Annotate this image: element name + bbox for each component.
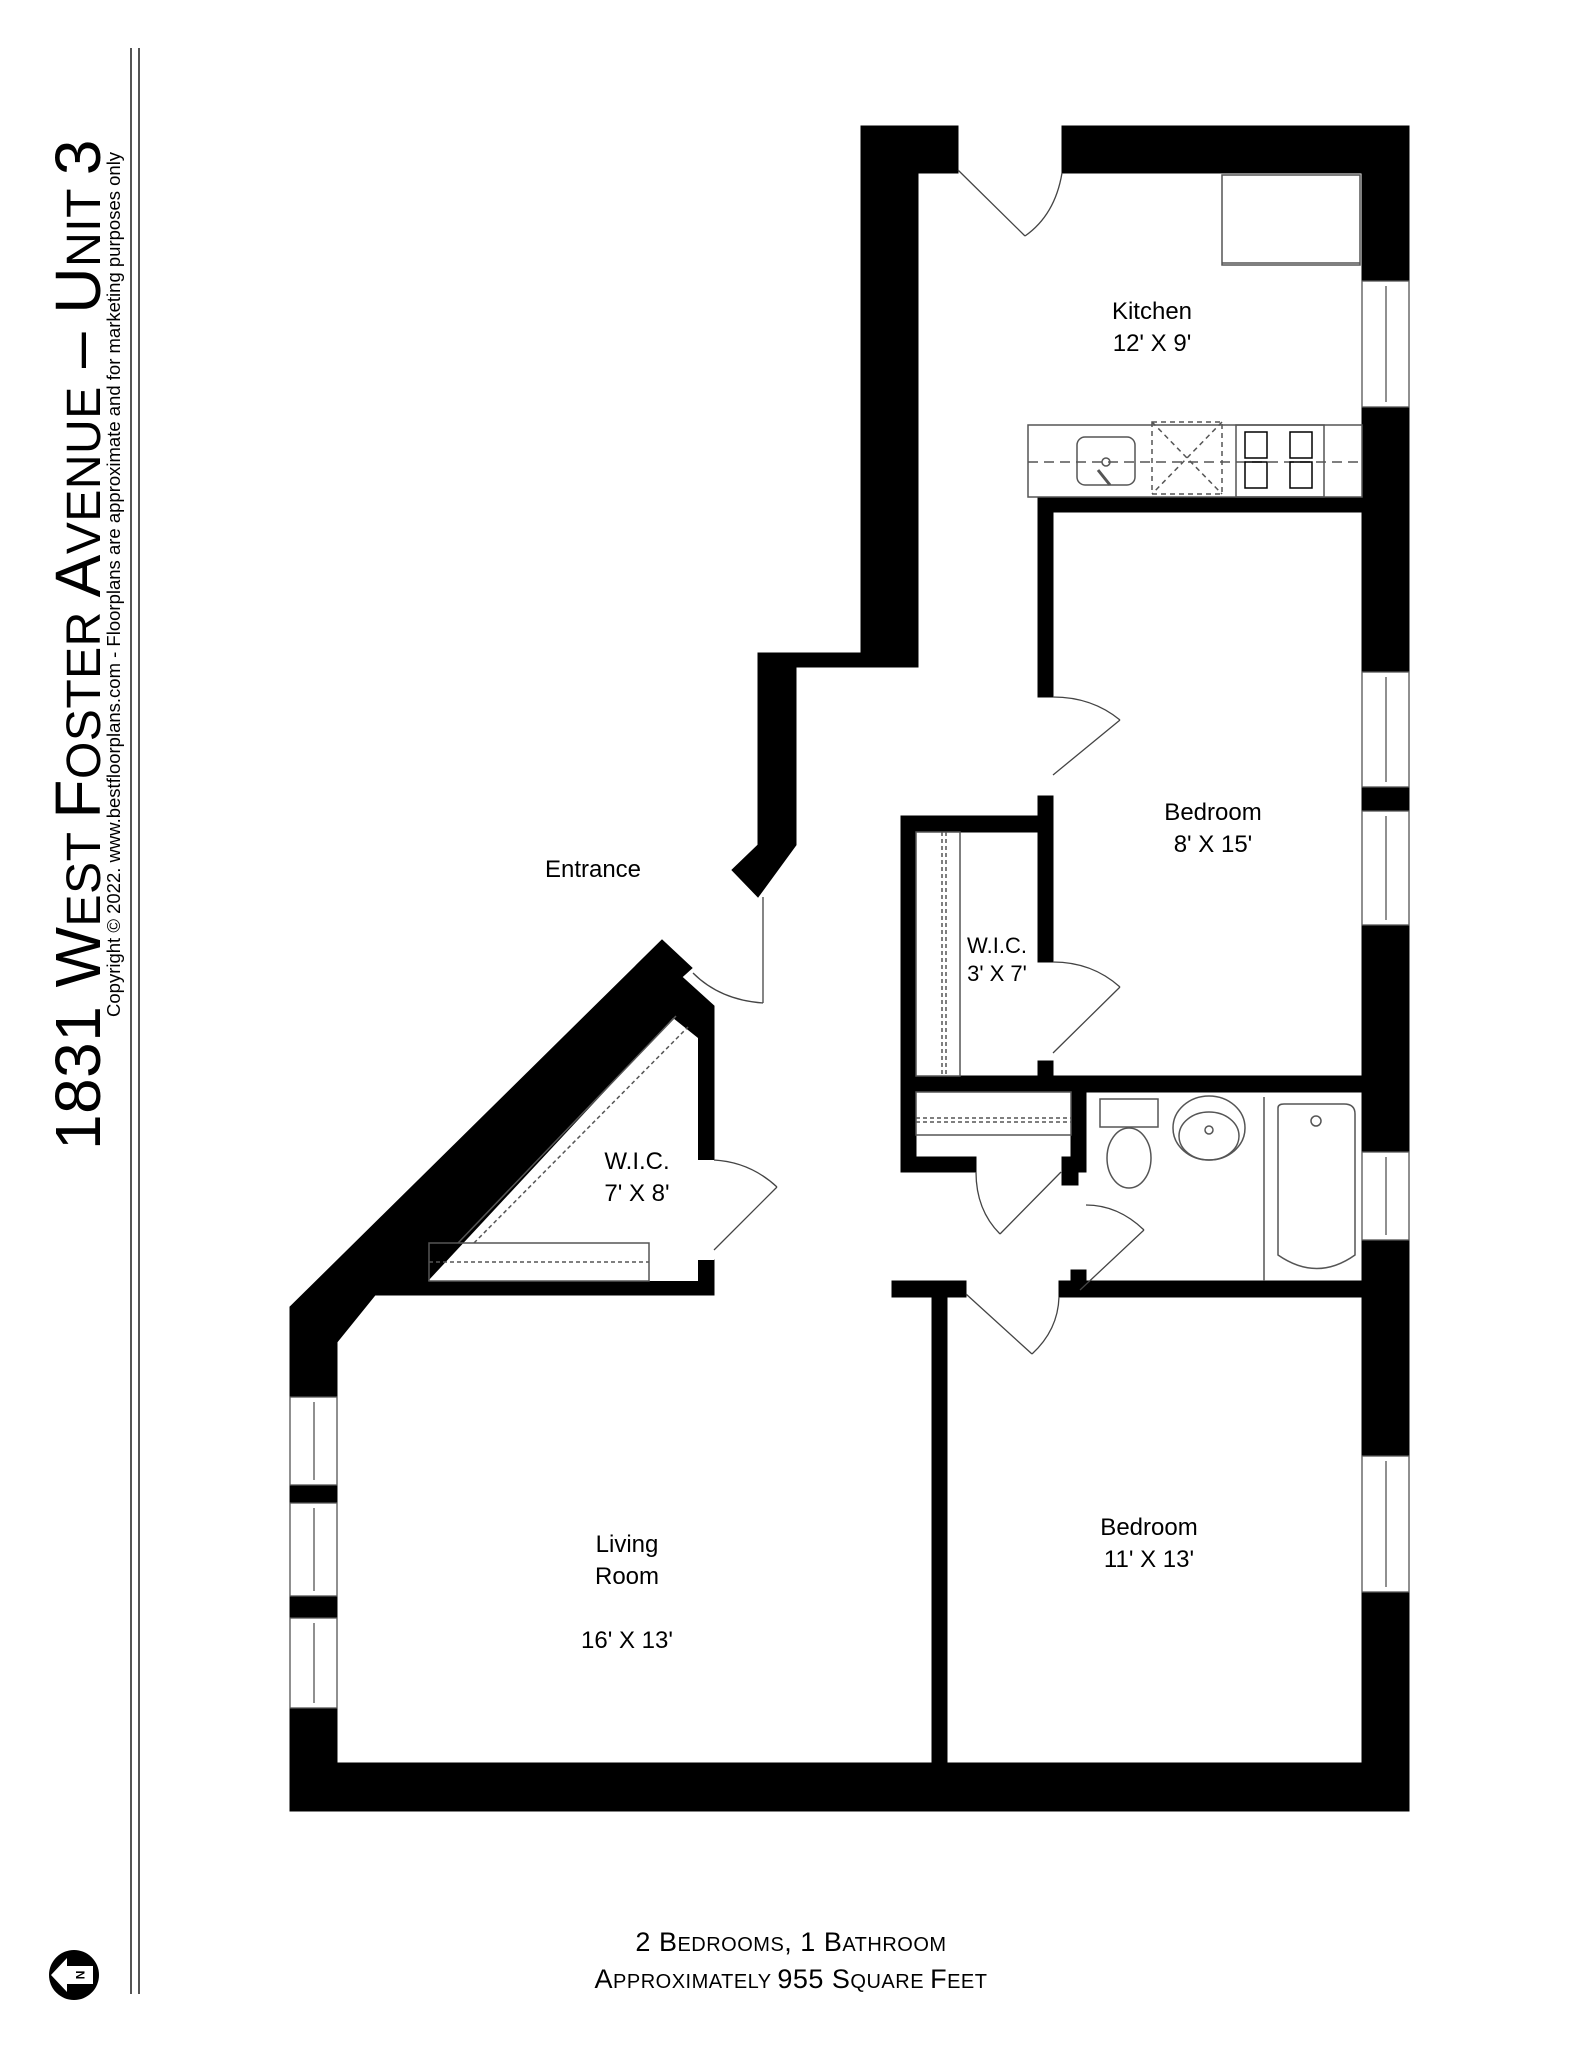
room-dimensions: 12' X 9' — [1112, 330, 1192, 357]
wall-kitchen-top — [1061, 125, 1410, 174]
wall-kitchen-left — [731, 125, 959, 898]
wall-right — [1361, 125, 1410, 282]
wall-left — [289, 1484, 338, 1504]
wall-wic1-left — [900, 815, 917, 1173]
door-bedroom1 — [1052, 696, 1121, 776]
refrigerator — [1221, 174, 1361, 266]
room-label-wic-2: W.I.C. 7' X 8' — [604, 1146, 669, 1210]
divider-rule — [130, 48, 132, 1994]
wall-partition — [931, 1280, 948, 1764]
wall-bath-left — [1070, 1091, 1087, 1173]
walls — [289, 125, 1410, 1812]
fixtures — [428, 174, 1363, 1282]
wall-right — [1361, 406, 1410, 673]
kitchen-sink — [1076, 436, 1136, 486]
door-wic2 — [713, 1159, 778, 1251]
room-name: Bedroom — [1164, 799, 1262, 826]
summary-bed-bath: 2 BEDROOMS, 1 BATHROOM — [635, 1927, 947, 1957]
wall-right — [1361, 1239, 1410, 1457]
stove — [1235, 424, 1325, 498]
room-name: Entrance — [544, 856, 642, 883]
compass-letter: N — [73, 1971, 87, 1980]
wall-bedroom1-top — [1037, 496, 1410, 513]
closet-shelf — [915, 831, 961, 1077]
wall-bedroom2-top — [1058, 1280, 1410, 1298]
wall-wic1-right — [1037, 795, 1054, 963]
closet-shelf — [915, 1091, 1072, 1136]
windows — [289, 280, 1410, 1709]
summary-square-feet: APPROXIMATELY 955 SQUARE FEET — [594, 1964, 988, 1994]
unit-summary: 2 BEDROOMS, 1 BATHROOM APPROXIMATELY 955… — [0, 1925, 1582, 1999]
toilet — [1099, 1098, 1159, 1128]
wall-left — [289, 1707, 338, 1809]
door-bedroom2 — [965, 1293, 1060, 1355]
wall-left — [289, 1595, 338, 1619]
bathtub — [1277, 1103, 1356, 1270]
wall-hall-closet-bottom — [900, 1156, 977, 1173]
wic2-interior — [428, 1018, 714, 1281]
room-name: Living Room — [594, 1531, 660, 1590]
door-bathroom — [1079, 1204, 1145, 1291]
doors — [692, 169, 1145, 1355]
dishwasher — [1151, 421, 1223, 495]
room-label-wic-1: W.I.C. 3' X 7' — [967, 932, 1027, 988]
wall-right — [1361, 924, 1410, 1153]
room-dimensions: 7' X 8' — [604, 1180, 670, 1207]
room-name: W.I.C. — [967, 933, 1027, 958]
wall-wic1-top — [900, 815, 1054, 833]
title-sidebar: 1831 WEST FOSTER AVENUE – UNIT 3 Copyrig… — [0, 0, 150, 2048]
door-wic1 — [1052, 961, 1121, 1054]
bathroom-sink — [1172, 1095, 1246, 1161]
door-entrance — [692, 897, 764, 1004]
room-name: Bedroom — [1100, 1514, 1198, 1541]
room-name: Kitchen — [1111, 298, 1193, 325]
wall-stub — [1070, 1269, 1087, 1286]
room-dimensions: 3' X 7' — [967, 961, 1027, 986]
kitchen-counter — [1027, 424, 1363, 498]
room-label-bedroom-1: Bedroom 8' X 15' — [1164, 797, 1261, 861]
room-label-kitchen: Kitchen 12' X 9' — [1112, 296, 1192, 360]
wall-right — [1361, 786, 1410, 812]
north-arrow-icon: N — [49, 1950, 99, 2000]
room-dimensions: 11' X 13' — [1103, 1546, 1195, 1573]
wall-bedroom2-top-left — [891, 1280, 967, 1298]
wall-bottom — [289, 1762, 1410, 1812]
room-dimensions: 16' X 13' — [581, 1627, 673, 1654]
room-label-living-room: Living Room 16' X 13' — [581, 1497, 673, 1689]
wall-bedroom1-bottom — [900, 1075, 1363, 1093]
room-label-entrance: Entrance — [545, 854, 641, 886]
room-dimensions: 8' X 15' — [1173, 831, 1253, 858]
door-hall-closet — [975, 1171, 1062, 1235]
door-kitchen — [957, 169, 1063, 237]
wall-bedroom1-left — [1037, 496, 1054, 698]
room-name: W.I.C. — [604, 1148, 670, 1175]
divider-rule — [138, 48, 140, 1994]
room-label-bedroom-2: Bedroom 11' X 13' — [1100, 1512, 1197, 1576]
